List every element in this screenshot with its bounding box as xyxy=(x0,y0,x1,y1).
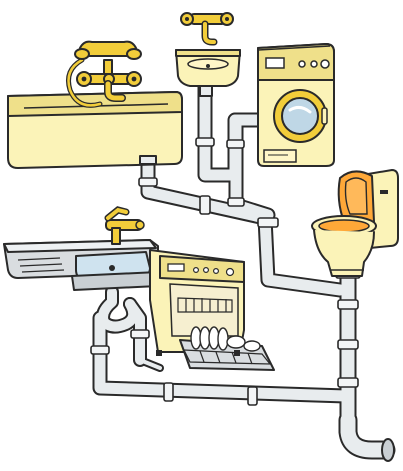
washing-machine xyxy=(258,44,334,166)
dishwasher-icon xyxy=(150,250,274,370)
toilet xyxy=(312,170,398,276)
toilet-icon xyxy=(312,170,398,276)
kitchen-sink xyxy=(4,240,158,290)
washing-machine-icon xyxy=(258,44,334,166)
tap-icon xyxy=(181,13,233,42)
wash-basin xyxy=(176,50,240,96)
wall-tap xyxy=(181,13,233,42)
tap-icon xyxy=(106,210,144,244)
dishwasher xyxy=(150,250,274,370)
drain-outlet xyxy=(382,439,394,461)
kitchen-tap xyxy=(106,210,144,244)
